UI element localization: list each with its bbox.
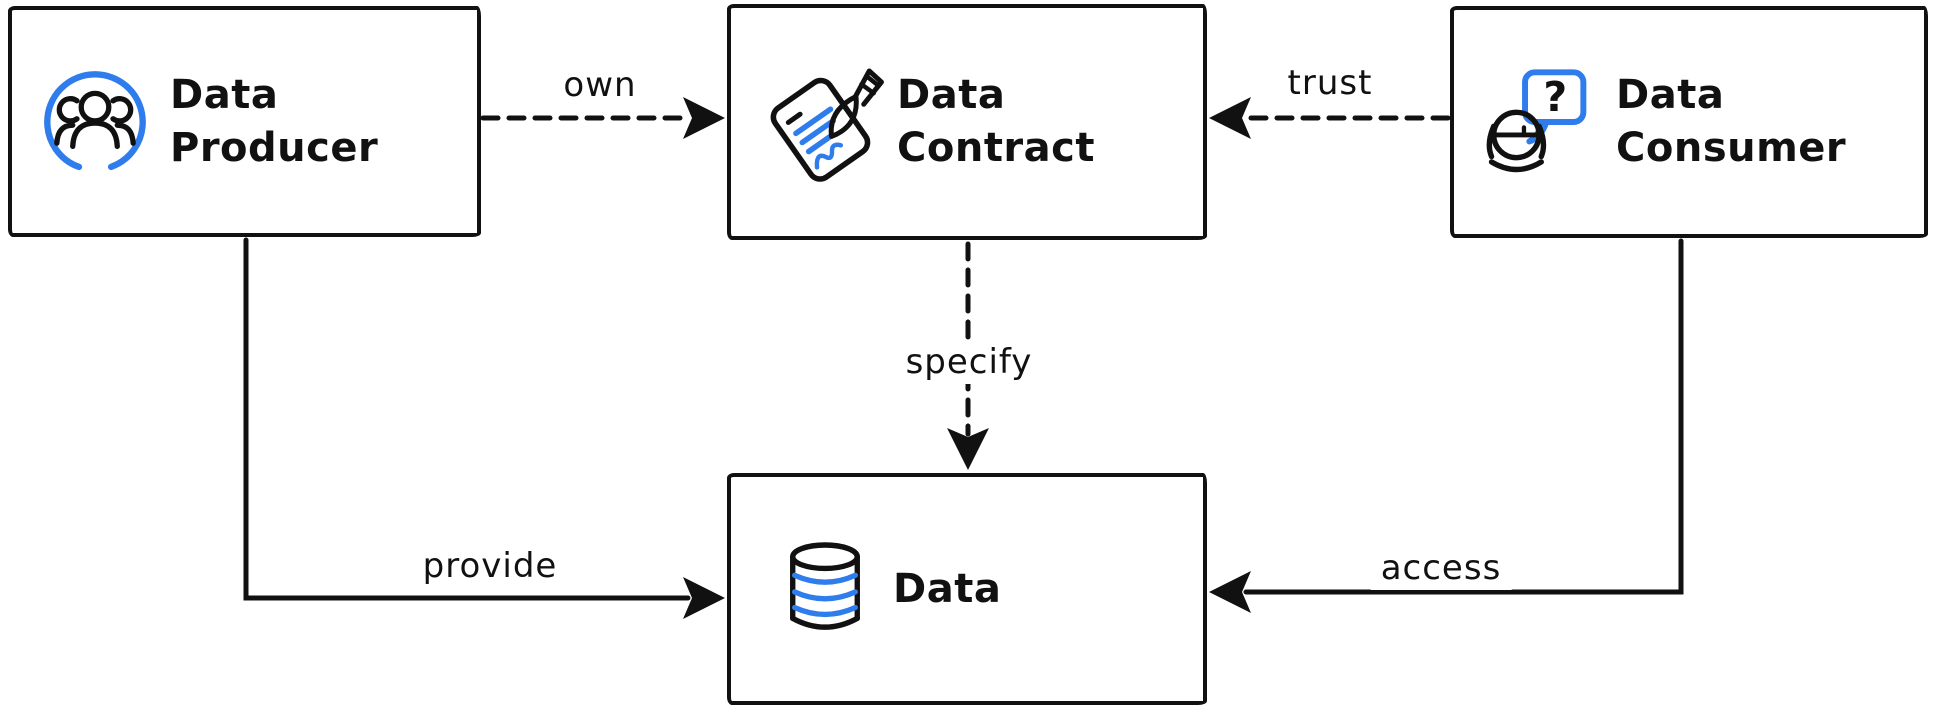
node-label-contract: Data Contract	[897, 72, 1095, 171]
node-label-data: Data	[893, 565, 1002, 612]
node-data-consumer: ? Data Consumer	[1450, 6, 1928, 238]
edge-label-own: own	[553, 63, 647, 107]
edge-label-access: access	[1370, 546, 1512, 590]
database-icon	[781, 540, 869, 638]
edge-label-provide: provide	[412, 544, 568, 588]
edge-access	[1209, 238, 1684, 613]
node-data-contract: Data Contract	[727, 4, 1207, 240]
node-label-consumer: Data Consumer	[1616, 72, 1847, 171]
edge-specify	[947, 241, 989, 470]
node-data: Data	[727, 473, 1207, 705]
edge-provide	[243, 237, 725, 619]
people-group-icon	[42, 69, 148, 175]
node-data-producer: Data Producer	[8, 6, 481, 237]
person-question-icon: ?	[1484, 68, 1592, 176]
edge-trust	[1209, 97, 1451, 139]
edge-label-specify: specify	[895, 340, 1043, 384]
edge-label-trust: trust	[1277, 61, 1383, 105]
signed-document-icon	[765, 61, 887, 183]
node-label-producer: Data Producer	[170, 71, 379, 171]
svg-text:?: ?	[1543, 73, 1567, 121]
edge-own	[480, 97, 725, 139]
